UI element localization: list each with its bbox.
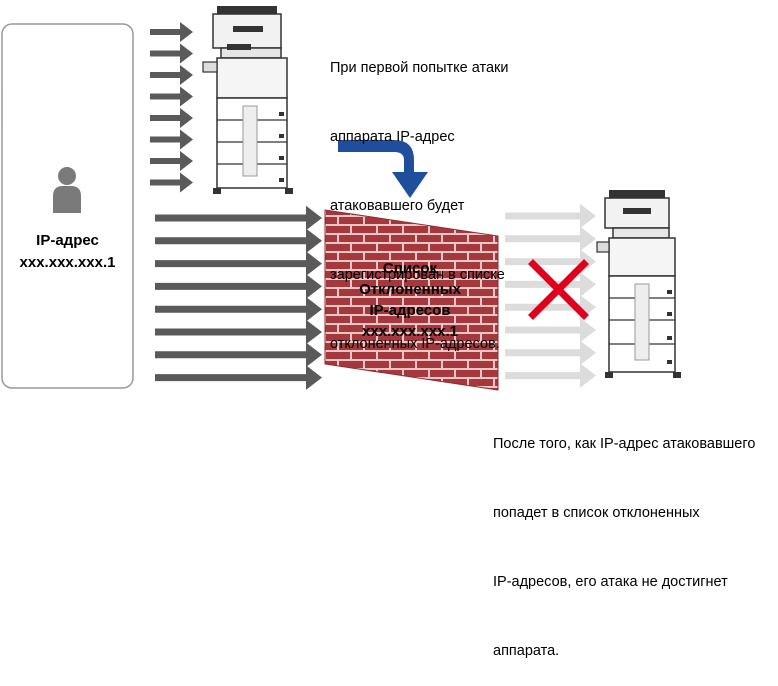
arrow <box>150 172 193 193</box>
deny-list-line1: Список <box>382 260 438 277</box>
attacker-ip: xxx.xxx.xxx.1 <box>19 254 116 271</box>
note-top-line: При первой попытке атаки <box>330 60 509 76</box>
note-bottom-line: IP-адресов, его атака не достигнет <box>493 574 728 590</box>
note-top-line: атаковавшего будет <box>330 198 465 214</box>
arrow <box>155 365 322 390</box>
arrow <box>155 319 322 345</box>
arrow <box>150 86 193 107</box>
arrow <box>150 22 193 42</box>
arrow <box>150 151 193 171</box>
arrow <box>155 251 322 276</box>
deny-list-label: Список Отклоненных IP-адресов xxx.xxx.xx… <box>340 258 480 342</box>
lower-arrows <box>155 205 322 390</box>
attacker-label: IP-адрес xxx.xxx.xxx.1 <box>2 230 133 274</box>
deny-list-line2: Отклоненных <box>359 281 461 298</box>
arrow <box>505 249 596 274</box>
arrow <box>150 129 193 150</box>
arrow <box>505 203 596 229</box>
deny-list-ip: xxx.xxx.xxx.1 <box>362 323 458 340</box>
printer-icon <box>596 190 681 378</box>
arrow <box>155 205 322 231</box>
note-top-line: аппарата IP-адрес <box>330 129 455 145</box>
brick-wall <box>324 209 499 391</box>
person-icon <box>53 167 81 213</box>
arrow <box>155 228 322 254</box>
arrow <box>150 43 193 64</box>
note-bottom: После того, как IP-адрес атаковавшего по… <box>493 387 755 686</box>
arrow <box>155 274 322 299</box>
note-top-line: зарегистрирован в списке <box>330 267 505 283</box>
arrow <box>505 294 596 320</box>
note-bottom-line: аппарата. <box>493 643 560 659</box>
note-bottom-line: После того, как IP-адрес атаковавшего <box>493 436 756 452</box>
arrow <box>505 363 596 388</box>
blocked-x-icon <box>528 259 589 320</box>
arrow <box>155 342 322 368</box>
printer-icon <box>202 6 293 194</box>
blocking-diagram <box>1 6 681 391</box>
redirect-arrow-icon <box>338 140 428 198</box>
note-bottom-line: попадет в список отклоненных <box>493 505 700 521</box>
arrow <box>150 65 193 85</box>
arrow <box>505 317 596 343</box>
arrow <box>505 340 596 366</box>
deny-list-line3: IP-адресов <box>369 302 451 319</box>
arrow <box>150 108 193 128</box>
arrow <box>505 226 596 252</box>
upper-arrows <box>150 22 193 193</box>
arrow <box>155 296 322 322</box>
note-top-line: отклоненных IP-адресов. <box>330 336 500 352</box>
note-top: При первой попытке атаки аппарата IP-адр… <box>330 11 509 379</box>
attacker-label-line1: IP-адрес <box>36 232 99 249</box>
